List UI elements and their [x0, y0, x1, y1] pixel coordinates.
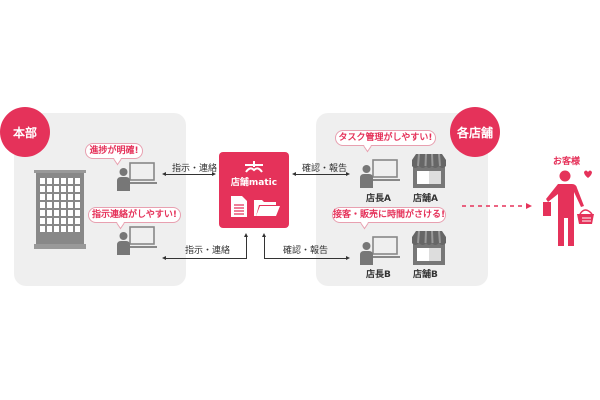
logo-icon — [245, 161, 263, 173]
building-window — [54, 194, 59, 200]
store-b-icon — [410, 231, 448, 265]
headquarters-badge: 本部 — [0, 107, 50, 157]
document-icon — [231, 196, 247, 217]
building-window — [47, 178, 52, 184]
building-window — [75, 218, 80, 224]
store-a-icon — [410, 154, 448, 188]
building-window — [54, 178, 59, 184]
building-window — [61, 210, 66, 216]
building-window — [75, 194, 80, 200]
building-window — [47, 210, 52, 216]
bubble-easy-instruction: 指示連絡がしやすい! — [88, 207, 181, 223]
building-window — [40, 226, 45, 232]
building-window — [68, 226, 73, 232]
building-window — [47, 202, 52, 208]
building-window — [40, 186, 45, 192]
bubble-easy-task: タスク管理がしやすい! — [335, 130, 436, 146]
building-window — [61, 202, 66, 208]
manager-a-pc-icon — [360, 159, 400, 189]
staff-pc-icon — [117, 226, 157, 256]
folder-icon — [254, 200, 280, 216]
building-window — [75, 210, 80, 216]
arrow-report-top — [296, 174, 348, 175]
arrow-instruction-top — [164, 174, 214, 175]
arrow-segment — [264, 236, 265, 258]
building-window — [68, 210, 73, 216]
building-window — [47, 218, 52, 224]
building-window — [61, 226, 66, 232]
building-window — [68, 186, 73, 192]
building-window — [75, 178, 80, 184]
manager-b-pc-icon — [360, 236, 400, 266]
building-window — [54, 186, 59, 192]
building-window — [54, 202, 59, 208]
building-window — [61, 194, 66, 200]
building-window — [75, 202, 80, 208]
arrow-label-instruction: 指示・連絡 — [172, 164, 218, 174]
manager-a-label: 店長A — [366, 194, 391, 204]
arrow-label-report: 確認・報告 — [283, 246, 329, 256]
building-window — [40, 178, 45, 184]
building-window — [61, 218, 66, 224]
building-icon — [34, 170, 86, 249]
arrow-report-bottom — [264, 258, 348, 259]
building-window — [47, 186, 52, 192]
building-window — [54, 218, 59, 224]
building-window — [68, 202, 73, 208]
building-window — [40, 210, 45, 216]
building-window — [40, 202, 45, 208]
building-window — [40, 194, 45, 200]
building-window — [68, 194, 73, 200]
building-window — [68, 218, 73, 224]
building-window — [54, 210, 59, 216]
arrow-label-report: 確認・報告 — [302, 164, 348, 174]
building-window — [54, 226, 59, 232]
manager-b-label: 店長B — [366, 270, 391, 280]
building-window — [75, 226, 80, 232]
building-window — [40, 218, 45, 224]
building-window — [68, 178, 73, 184]
building-window — [47, 226, 52, 232]
customer-icon — [543, 170, 594, 246]
bubble-progress-clear: 進捗が明確! — [85, 143, 143, 159]
tenpo-matic-app[interactable]: 店舗matic — [219, 152, 289, 228]
logo-text: 店舗matic — [230, 178, 278, 188]
staff-pc-icon — [117, 162, 157, 192]
building-window — [75, 186, 80, 192]
store-b-label: 店舗B — [413, 270, 438, 280]
bubble-more-time: 接客・販売に時間がさける! — [332, 207, 446, 223]
stores-badge: 各店舗 — [450, 107, 500, 157]
customer-label: お客様 — [553, 157, 581, 167]
building-window — [47, 194, 52, 200]
arrow-instruction-bottom — [164, 258, 247, 259]
building-window — [61, 178, 66, 184]
building-window — [61, 186, 66, 192]
store-a-label: 店舗A — [413, 194, 438, 204]
arrow-label-instruction: 指示・連絡 — [185, 246, 231, 256]
arrow-segment — [246, 236, 247, 258]
